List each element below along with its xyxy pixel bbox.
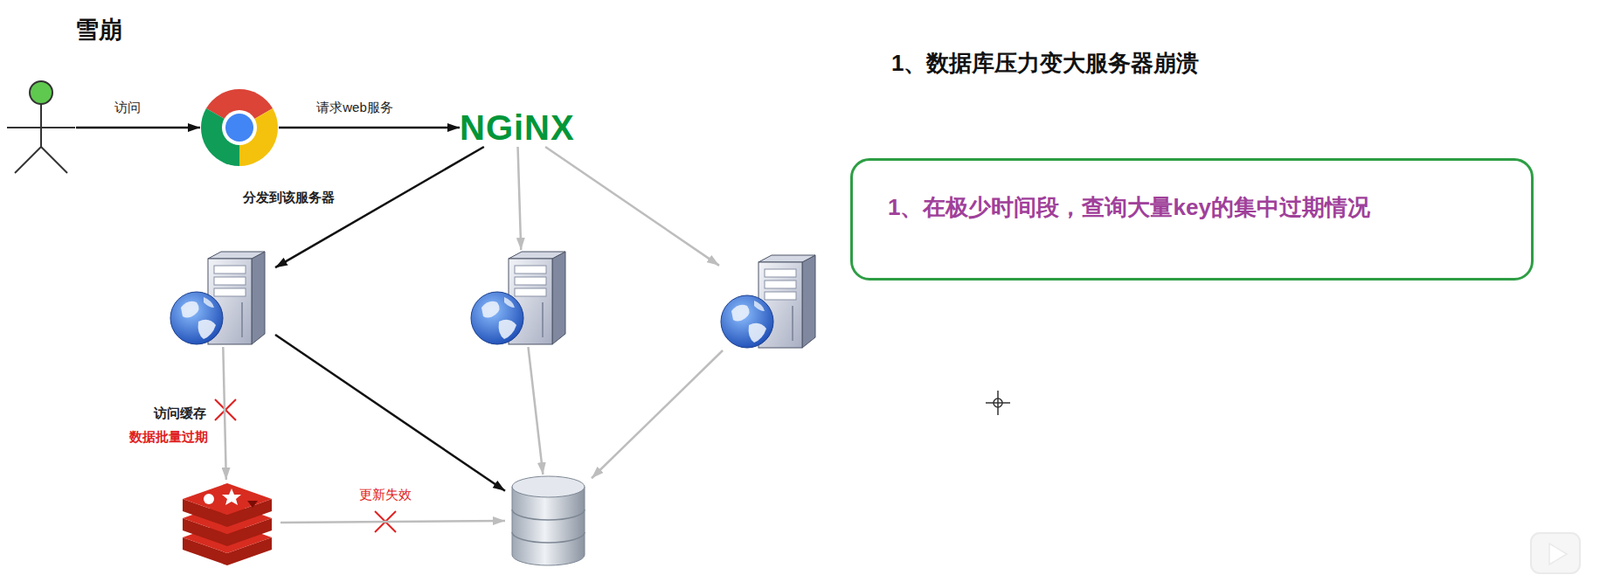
connector: [275, 334, 506, 492]
edge-label: 更新失效: [356, 486, 415, 504]
note-box: 1、在极少时间段，查询大量key的集中过期情况: [850, 158, 1534, 281]
web-server: [719, 253, 826, 351]
connector: [518, 146, 522, 250]
server-icon: [720, 255, 816, 348]
database-icon: [512, 476, 585, 566]
browser-icon: [200, 88, 279, 167]
server-icon: [170, 251, 265, 345]
web-server: [469, 249, 576, 347]
user-figure: [6, 81, 76, 174]
edge-label: 分发到该服务器: [240, 189, 338, 207]
connector: [527, 346, 543, 475]
nginx-logo: NGiNX: [459, 108, 575, 147]
connector: [278, 126, 460, 130]
connector: [280, 520, 506, 523]
connector: [222, 346, 227, 480]
edge-label: 请求web服务: [313, 99, 396, 117]
node-text: 1、在极少时间段，查询大量key的集中过期情况: [887, 192, 1371, 223]
web-server: [168, 249, 276, 347]
connector: [591, 350, 723, 478]
connector: [76, 126, 201, 130]
connector: [545, 146, 720, 266]
edge-label: 访问: [111, 99, 144, 117]
redis-logo: [182, 483, 272, 566]
server-icon: [470, 251, 566, 345]
node-text: NGiNX: [459, 108, 575, 147]
user-icon: [6, 80, 77, 175]
edge-label: 访问缓存: [151, 405, 209, 423]
database: [505, 474, 592, 567]
connector: [275, 146, 485, 268]
browser-logo: [200, 89, 278, 167]
redis-cache: [173, 479, 281, 567]
heading: 1、数据库压力变大服务器崩溃: [891, 48, 1199, 79]
title: 雪崩: [75, 13, 123, 46]
status-note: 数据批量过期: [126, 429, 211, 446]
watermark: [1530, 533, 1580, 574]
cursor: [985, 390, 1011, 416]
